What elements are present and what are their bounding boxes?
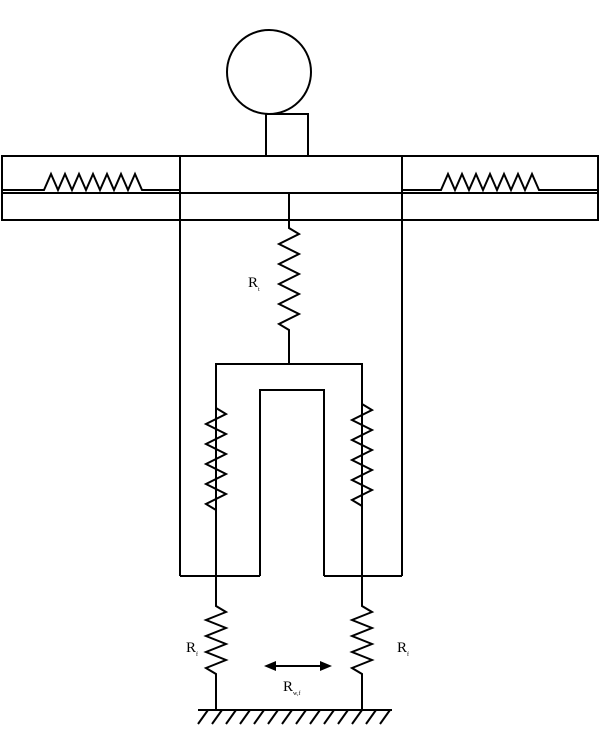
ground-hatch <box>197 709 391 725</box>
left-leg-upper-resistor <box>203 364 229 576</box>
right-foot-resistor <box>349 576 375 710</box>
arms-bar <box>1 155 599 221</box>
neck <box>265 113 309 157</box>
torso-resistor <box>276 193 302 364</box>
feet-arrow <box>264 661 332 671</box>
right-leg-resistor-label: Rf <box>397 640 409 658</box>
legs-inner-frame <box>259 389 325 576</box>
feet-resistance-label: Rw,f <box>283 679 300 697</box>
left-foot-resistor <box>203 576 229 710</box>
torso-resistor-label: Rt <box>248 275 260 293</box>
head-circle <box>226 29 312 115</box>
left-leg-resistor-label: Rf <box>186 640 198 658</box>
right-leg-upper-resistor <box>349 364 375 576</box>
left-arm-resistor <box>2 171 180 193</box>
legs-outer-frame <box>215 363 363 576</box>
right-arm-resistor <box>402 171 598 193</box>
